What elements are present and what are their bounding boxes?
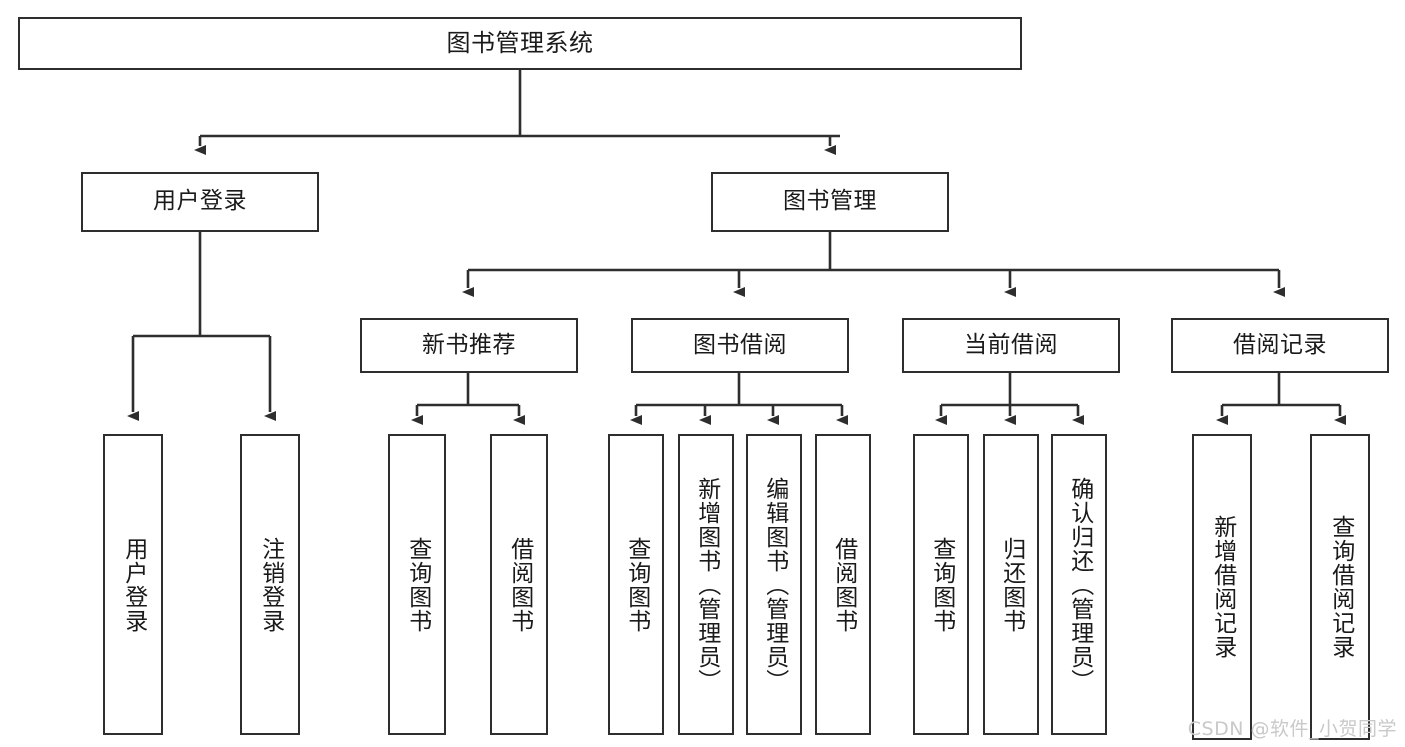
node-leaf-edit-book-admin[interactable]: 编辑图书（管理员） [746, 434, 802, 735]
node-new-book-recommendation[interactable]: 新书推荐 [360, 318, 578, 373]
node-root-book-management-system[interactable]: 图书管理系统 [18, 17, 1022, 70]
node-label: 确认归还（管理员） [1066, 476, 1093, 693]
node-leaf-borrow-book-borrow[interactable]: 借阅图书 [815, 434, 871, 735]
node-label: 图书管理 [783, 188, 877, 215]
node-label: 图书管理系统 [446, 29, 594, 58]
node-label: 查询借阅记录 [1327, 515, 1354, 659]
node-leaf-query-book-current[interactable]: 查询图书 [913, 434, 969, 735]
node-label: 查询图书 [623, 536, 650, 633]
node-book-management[interactable]: 图书管理 [711, 172, 949, 232]
node-label: 新书推荐 [422, 331, 516, 358]
node-label: 用户登录 [153, 188, 247, 215]
node-leaf-query-book-newbook[interactable]: 查询图书 [388, 434, 446, 735]
node-leaf-confirm-return-admin[interactable]: 确认归还（管理员） [1051, 434, 1107, 735]
node-label: 图书借阅 [693, 331, 787, 358]
node-borrowing-record[interactable]: 借阅记录 [1171, 318, 1389, 373]
node-label: 查询图书 [404, 536, 431, 633]
node-leaf-query-book-borrow[interactable]: 查询图书 [608, 434, 664, 735]
node-label: 借阅图书 [506, 536, 533, 633]
node-label: 新增图书（管理员） [693, 476, 720, 693]
node-leaf-query-borrow-record[interactable]: 查询借阅记录 [1310, 434, 1370, 740]
node-leaf-add-borrow-record[interactable]: 新增借阅记录 [1192, 434, 1252, 740]
node-label: 当前借阅 [964, 331, 1058, 358]
node-leaf-borrow-book-newbook[interactable]: 借阅图书 [490, 434, 548, 735]
node-label: 借阅记录 [1233, 331, 1327, 358]
node-label: 归还图书 [998, 536, 1025, 633]
node-label: 用户登录 [120, 536, 147, 633]
node-label: 借阅图书 [830, 536, 857, 633]
node-leaf-add-book-admin[interactable]: 新增图书（管理员） [678, 434, 734, 735]
node-book-borrowing[interactable]: 图书借阅 [631, 318, 849, 373]
node-user-login[interactable]: 用户登录 [81, 172, 319, 232]
node-label: 查询图书 [928, 536, 955, 633]
node-label: 新增借阅记录 [1209, 515, 1236, 659]
node-leaf-user-login[interactable]: 用户登录 [103, 434, 163, 735]
watermark-text: CSDN @软件_小贺同学 [1187, 718, 1397, 740]
node-current-borrowing[interactable]: 当前借阅 [902, 318, 1120, 373]
node-leaf-logout[interactable]: 注销登录 [240, 434, 300, 735]
node-label: 编辑图书（管理员） [761, 476, 788, 693]
node-label: 注销登录 [257, 536, 284, 633]
node-leaf-return-book[interactable]: 归还图书 [983, 434, 1039, 735]
